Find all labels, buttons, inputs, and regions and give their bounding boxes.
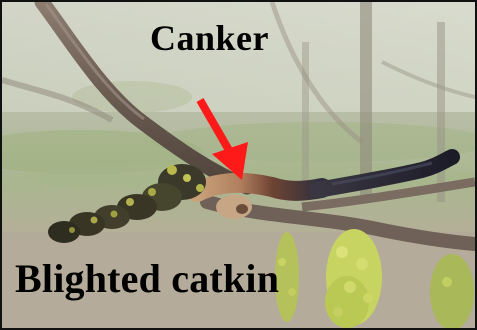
healthy-catkins (275, 229, 474, 328)
blighted-catkin (48, 164, 206, 243)
arrow-icon (196, 98, 248, 180)
walnut-branch-photo (2, 2, 475, 328)
blighted-catkin-label: Blighted catkin (15, 256, 280, 301)
canker-label: Canker (150, 18, 269, 58)
